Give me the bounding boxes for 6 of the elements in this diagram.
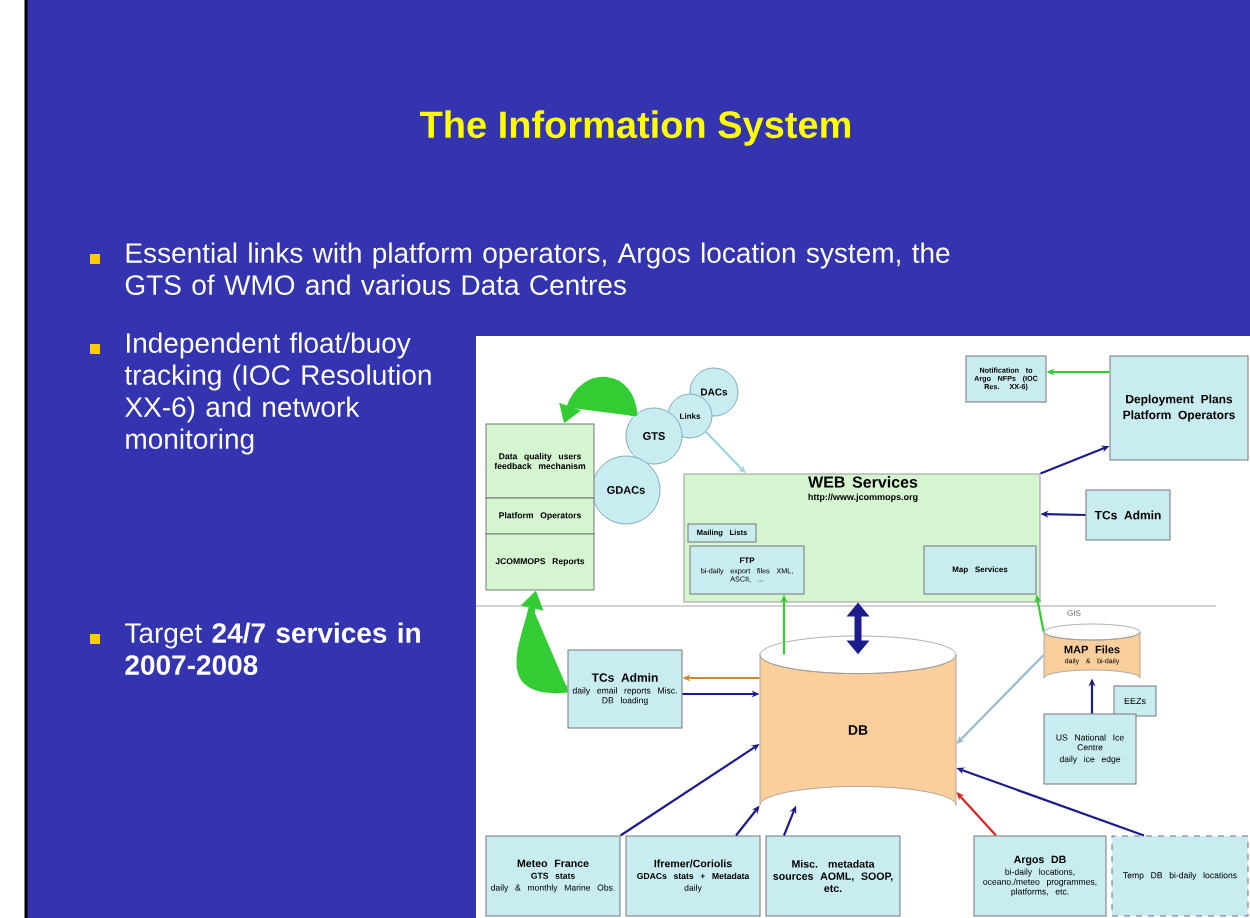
- connector-arrow: [956, 654, 1045, 744]
- bullet-text: Independent float/buoy tracking (IOC Resolution XX-6) and network monitoring: [124, 332, 431, 455]
- connector-arrow: [956, 792, 997, 837]
- bullet-text: Target 24/7 services in 2007-2008: [125, 622, 420, 675]
- slide-title: The Information System: [420, 110, 851, 146]
- bullet-text: Essential links with platform operators, Argos location system, the GTS of WMO and various Data Centres: [125, 242, 950, 295]
